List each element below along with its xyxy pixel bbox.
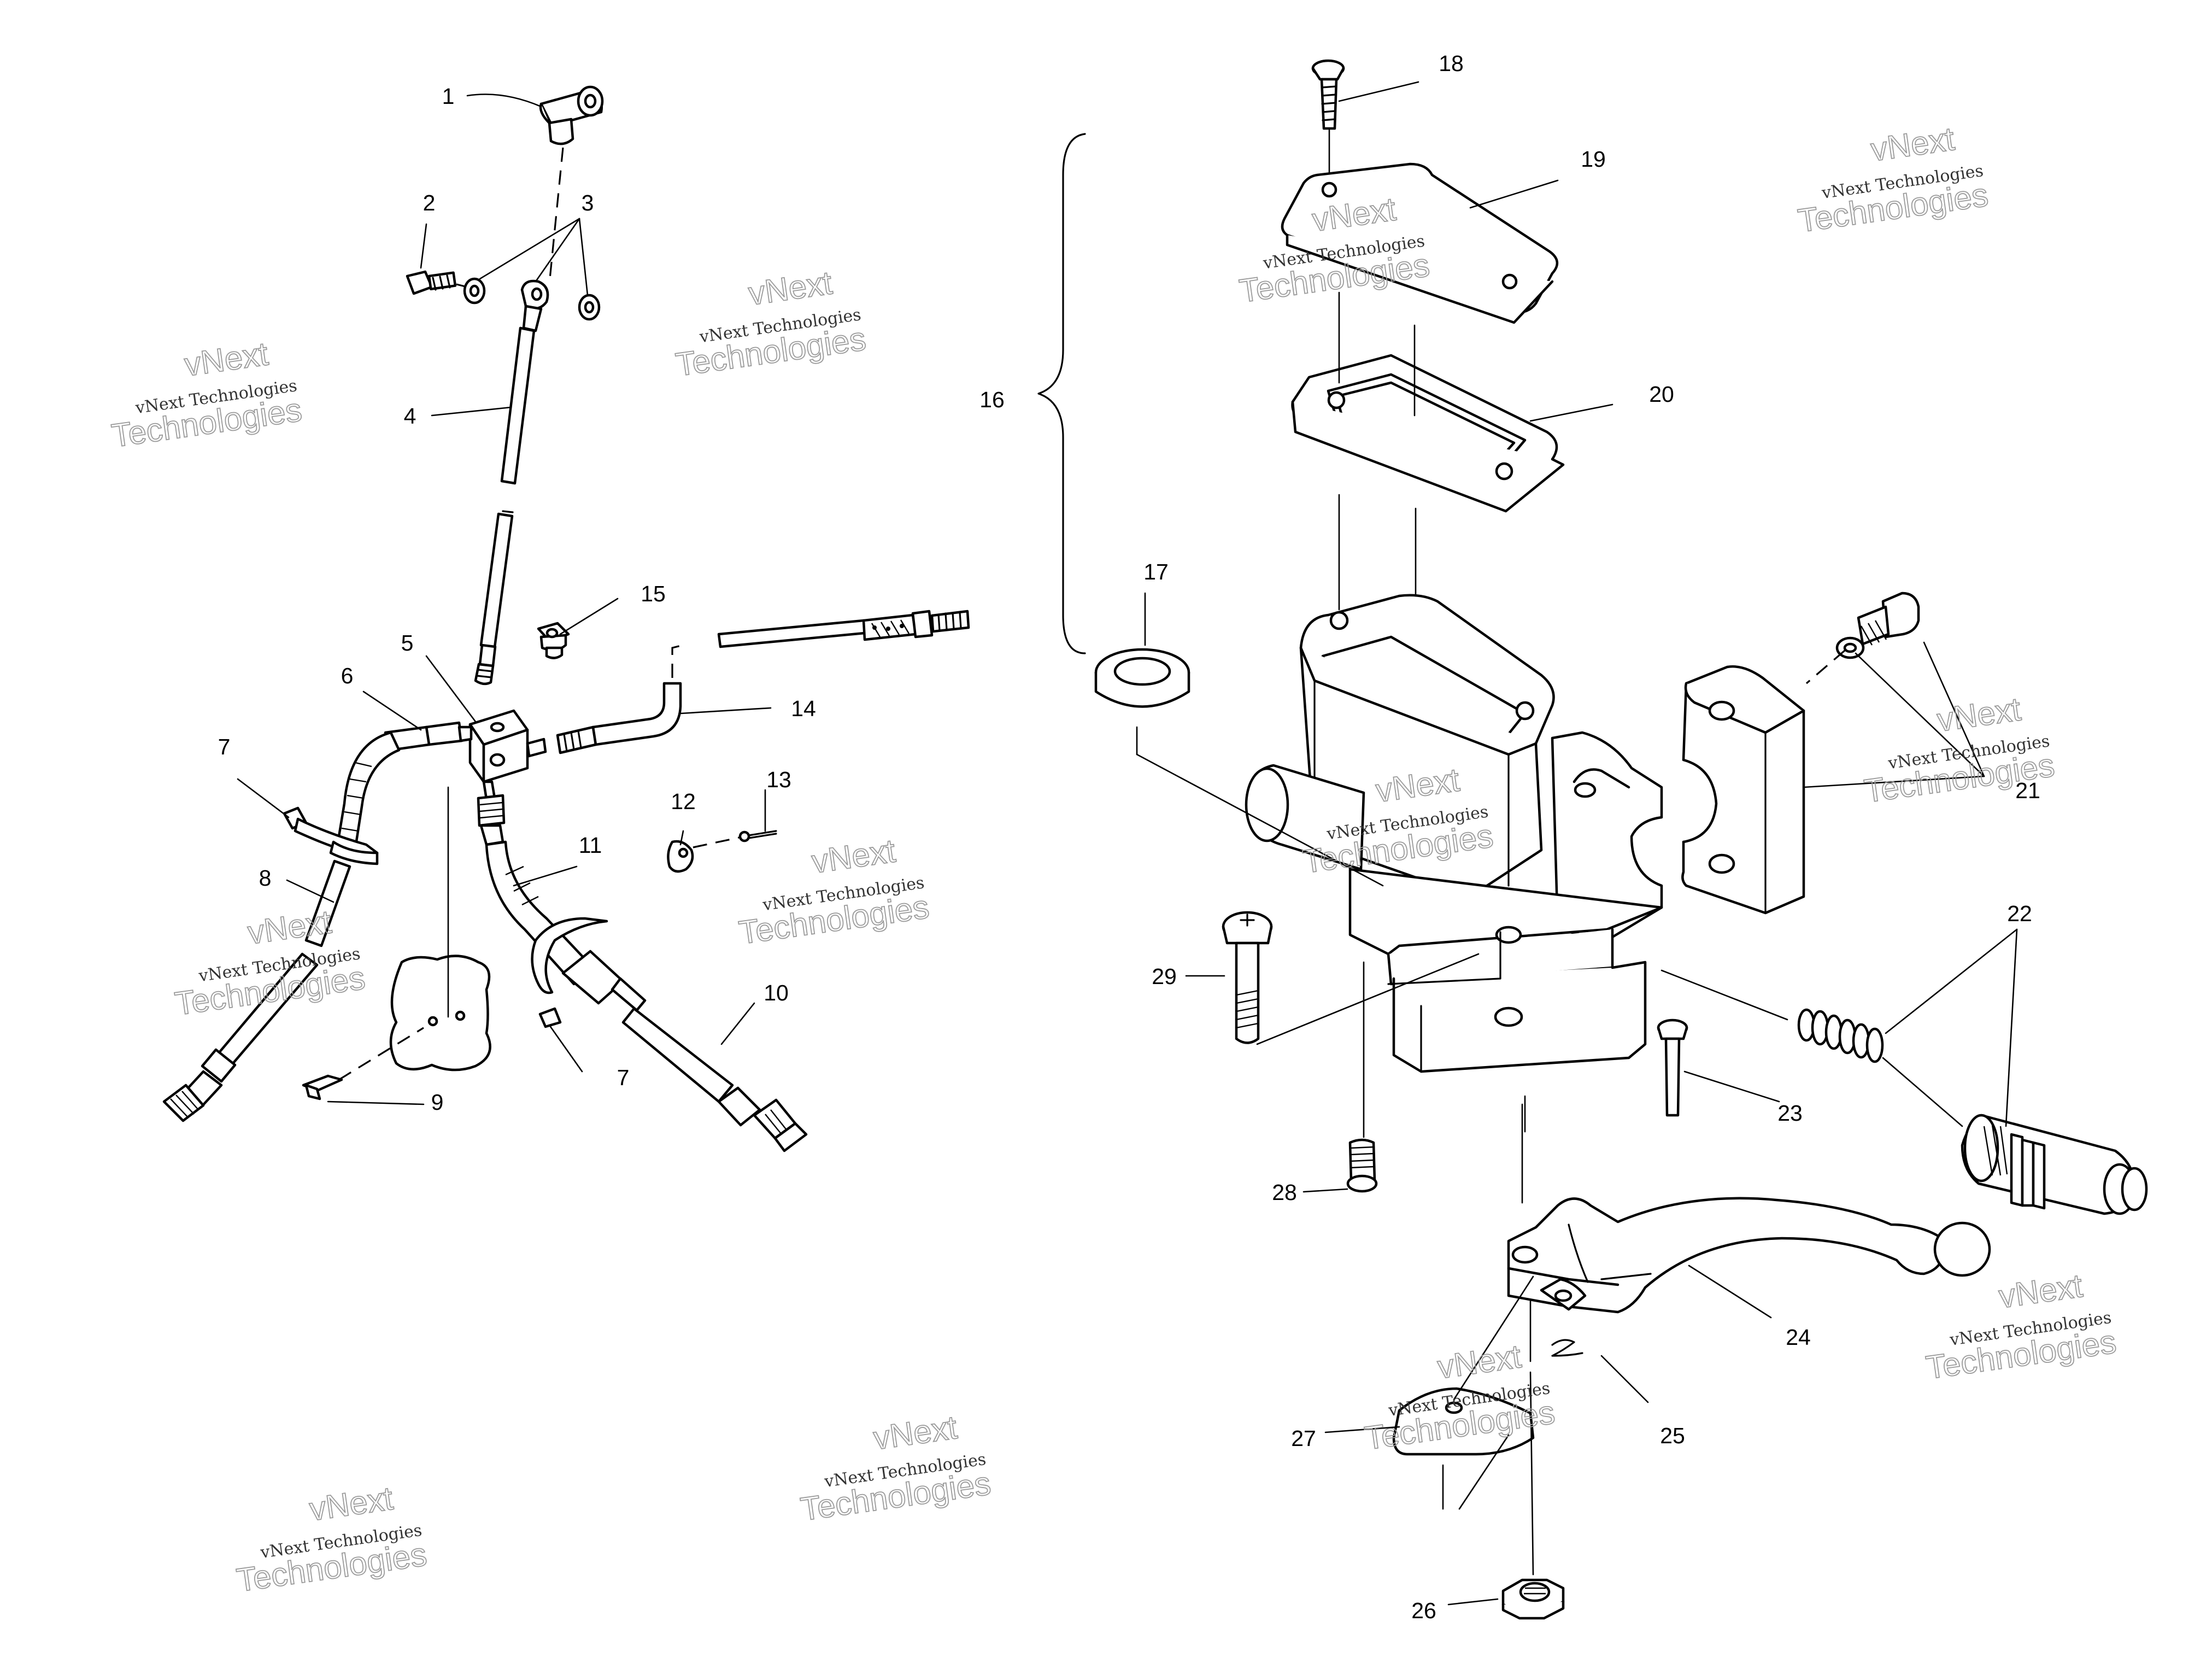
callout-14: 14 bbox=[791, 696, 816, 721]
svg-text:vNext: vNext bbox=[871, 1409, 960, 1457]
part-rear-brake-hose bbox=[526, 610, 970, 758]
svg-text:vNext: vNext bbox=[1997, 1267, 2085, 1315]
svg-text:vNext: vNext bbox=[307, 1480, 396, 1528]
callout-29: 29 bbox=[1152, 964, 1177, 989]
callout-18: 18 bbox=[1439, 51, 1464, 76]
callout-17: 17 bbox=[1143, 559, 1169, 584]
watermarks: vNext vNext Technologies Technologies vN… bbox=[109, 120, 2119, 1599]
svg-text:vNext: vNext bbox=[1435, 1338, 1524, 1386]
callout-22: 22 bbox=[2007, 901, 2032, 926]
part-pivot-pin bbox=[1657, 1018, 1688, 1117]
callout-5: 5 bbox=[401, 630, 414, 655]
callout-12: 12 bbox=[671, 789, 696, 814]
part-crush-washers bbox=[463, 277, 601, 321]
svg-text:vNext: vNext bbox=[1869, 120, 1957, 168]
callout-2: 2 bbox=[423, 190, 436, 215]
svg-text:vNext: vNext bbox=[746, 264, 835, 312]
part-brake-lever bbox=[1507, 1197, 1991, 1314]
part-lever-spring bbox=[1540, 1278, 1587, 1357]
callout-19: 19 bbox=[1581, 147, 1606, 172]
callout-7b: 7 bbox=[617, 1065, 630, 1090]
callout-8: 8 bbox=[259, 865, 272, 891]
watermark: vNext vNext Technologies Technologies bbox=[673, 264, 869, 383]
brake-line-assembly bbox=[162, 85, 970, 1152]
part-hose-clamp-left bbox=[283, 806, 379, 865]
callout-25: 25 bbox=[1660, 1423, 1685, 1448]
part-front-left-hose bbox=[335, 721, 473, 857]
callout-23: 23 bbox=[1777, 1101, 1803, 1126]
callout-7: 7 bbox=[218, 734, 231, 759]
watermark: vNext vNext Technologies Technologies bbox=[109, 335, 304, 454]
callout-21: 21 bbox=[2015, 778, 2040, 803]
svg-text:vNext: vNext bbox=[182, 335, 271, 383]
part-clamp-bolt bbox=[1835, 592, 1920, 659]
callout-27: 27 bbox=[1291, 1426, 1316, 1451]
part-master-cylinder-body bbox=[1245, 594, 1663, 1073]
group-bracket-16 bbox=[1037, 133, 1086, 654]
part-distribution-block bbox=[468, 709, 529, 783]
part-hose-clip bbox=[667, 840, 694, 873]
callout-20: 20 bbox=[1649, 382, 1674, 407]
part-reservoir-diaphragm bbox=[1291, 354, 1565, 513]
callout-26: 26 bbox=[1411, 1598, 1436, 1623]
part-lower-left-hose bbox=[162, 859, 351, 1122]
watermark: vNext vNext Technologies Technologies bbox=[798, 1408, 994, 1528]
callout-15: 15 bbox=[641, 581, 666, 606]
svg-text:vNext: vNext bbox=[809, 832, 898, 880]
callout-24: 24 bbox=[1786, 1325, 1811, 1350]
part-handlebar-clamp bbox=[1681, 665, 1805, 915]
part-short-screw bbox=[1346, 1138, 1378, 1193]
callout-1: 1 bbox=[442, 84, 455, 109]
part-piston-spring bbox=[1797, 1008, 1884, 1063]
part-banjo-bolt bbox=[406, 270, 457, 295]
callout-11: 11 bbox=[579, 833, 602, 858]
callout-13: 13 bbox=[766, 767, 791, 792]
callout-4: 4 bbox=[404, 403, 416, 429]
watermark: vNext vNext Technologies Technologies bbox=[1923, 1267, 2119, 1386]
part-dust-boot bbox=[1094, 648, 1190, 708]
part-tee-fitting bbox=[539, 85, 604, 145]
part-cover-screw bbox=[1311, 59, 1345, 130]
watermark: vNext vNext Technologies Technologies bbox=[736, 832, 932, 951]
callout-labels: 1 2 3 4 5 6 7 8 9 10 11 12 13 14 15 16 1… bbox=[218, 51, 2040, 1623]
part-piston bbox=[1961, 1114, 2148, 1215]
leader-lines bbox=[237, 81, 2018, 1606]
part-upper-brake-hose bbox=[474, 305, 543, 686]
watermark: vNext vNext Technologies Technologies bbox=[1795, 120, 1991, 239]
callout-16: 16 bbox=[979, 387, 1005, 412]
callout-10: 10 bbox=[764, 980, 789, 1005]
callout-3: 3 bbox=[582, 190, 594, 215]
callout-28: 28 bbox=[1272, 1180, 1297, 1205]
callout-9: 9 bbox=[431, 1090, 444, 1115]
part-cotter-pin bbox=[738, 830, 777, 842]
part-lower-right-hose bbox=[621, 1007, 808, 1152]
part-reservoir-cover bbox=[1281, 162, 1558, 324]
part-hose-clamp-right bbox=[531, 917, 608, 1028]
part-long-bolt bbox=[1222, 911, 1273, 1044]
watermark: vNext vNext Technologies Technologies bbox=[172, 903, 368, 1022]
callout-6: 6 bbox=[341, 663, 354, 688]
part-screw bbox=[302, 1074, 343, 1101]
part-mounting-pad bbox=[389, 955, 491, 1072]
part-brake-light-switch bbox=[537, 622, 570, 659]
master-cylinder-assembly bbox=[1037, 59, 2148, 1620]
part-lever-nut bbox=[1501, 1578, 1565, 1620]
part-front-right-hose bbox=[477, 780, 647, 1012]
watermark: vNext vNext Technologies Technologies bbox=[234, 1479, 430, 1599]
